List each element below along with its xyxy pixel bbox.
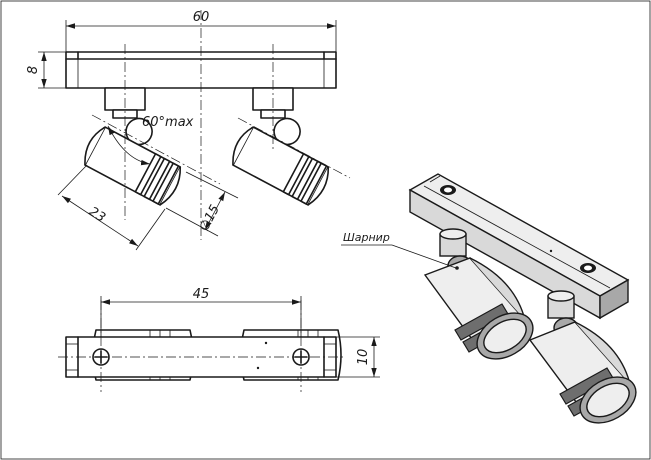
dimension-housing-diameter-label: ∅15 xyxy=(197,203,223,235)
iso-mounting-plate xyxy=(408,173,630,320)
isometric-view: Шарнир xyxy=(341,173,637,424)
dimension-plate-width: 10 xyxy=(336,336,380,378)
dimension-spot-spacing-label: 45 xyxy=(193,287,210,302)
dimension-spot-spacing: 45 xyxy=(100,287,302,337)
top-view: 45 10 xyxy=(58,287,380,392)
front-view: 60 8 60°max 23 ∅15 xyxy=(26,10,351,251)
dimension-tilt-angle: 60°max xyxy=(107,115,194,166)
dimension-overall-length-label: 60 xyxy=(193,10,210,25)
centerline-right-axis xyxy=(237,117,351,179)
iso-spotlight-right xyxy=(528,290,637,424)
hinge-callout-label: Шарнир xyxy=(343,231,390,244)
dimension-housing-length-label: 23 xyxy=(86,204,108,226)
iso-screw-left-icon xyxy=(440,185,456,195)
hinge-callout: Шарнир xyxy=(341,231,459,270)
right-spotlight-front xyxy=(232,117,330,206)
dimension-plate-width-label: 10 xyxy=(356,349,371,366)
dimension-tilt-angle-label: 60°max xyxy=(142,115,194,130)
dimension-plate-height: 8 xyxy=(26,51,66,89)
dimension-overall-length: 60 xyxy=(65,10,337,52)
iso-spotlight-left xyxy=(423,228,534,360)
dimension-plate-height-label: 8 xyxy=(26,66,41,74)
iso-screw-right-icon xyxy=(580,263,596,273)
